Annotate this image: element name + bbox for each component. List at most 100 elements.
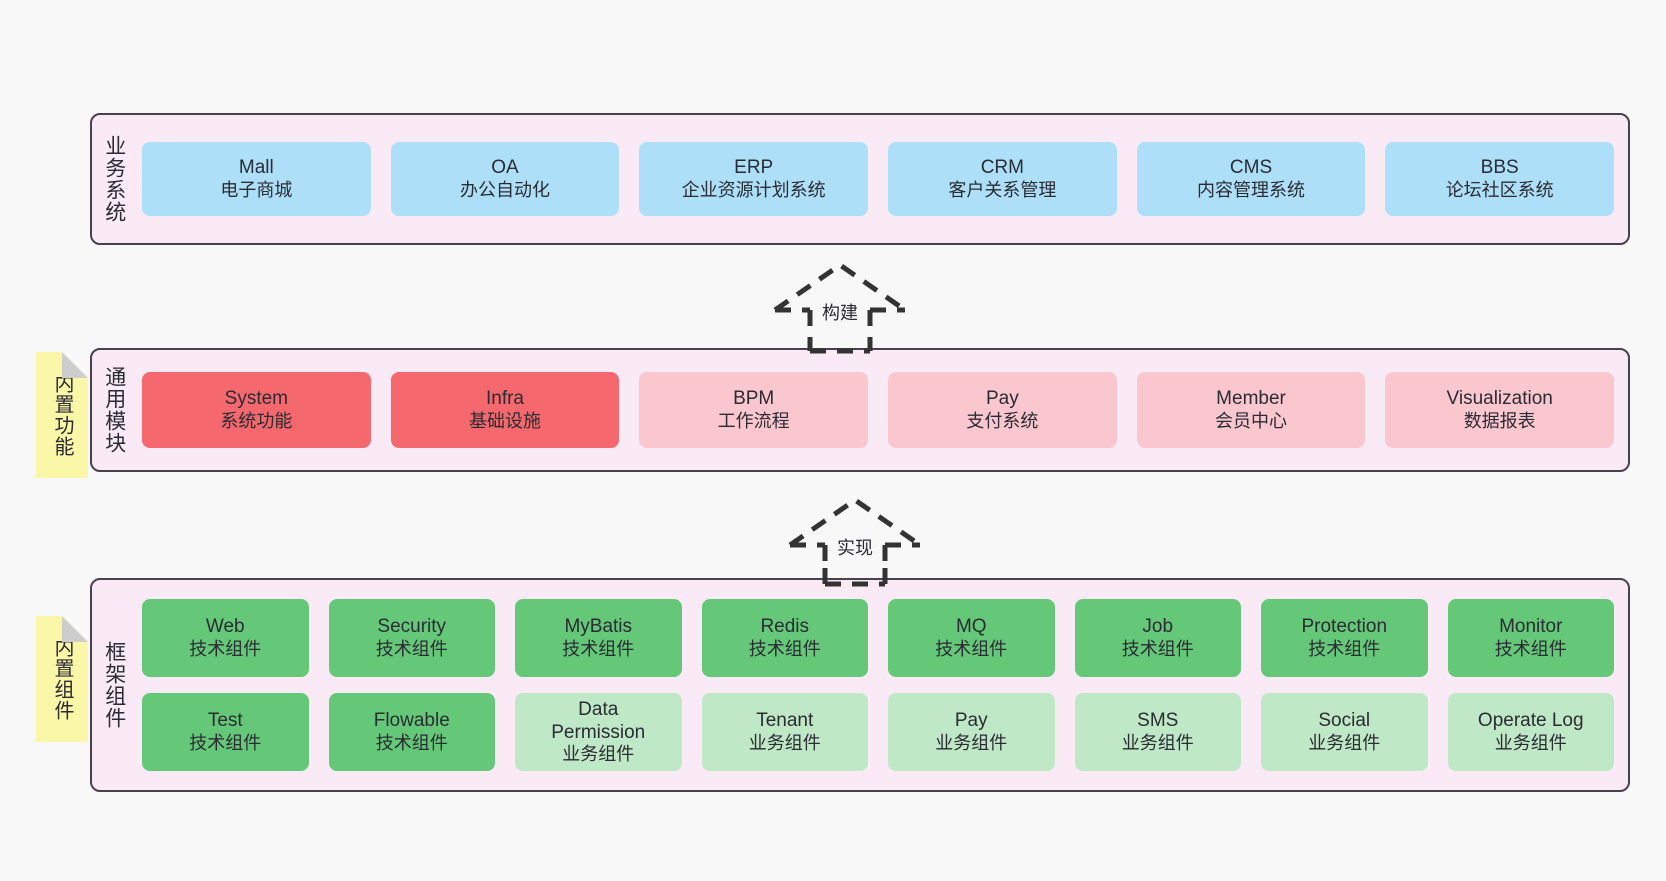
connector-build-label: 构建 [822, 303, 858, 323]
card-sms[interactable]: SMS 业务组件 [1074, 693, 1241, 771]
note-fold-corner-icon [62, 352, 88, 378]
card-security[interactable]: Security 技术组件 [328, 599, 495, 677]
card-title: Pay [985, 388, 1019, 410]
card-title: Test [207, 710, 243, 732]
card-title: BBS [1480, 157, 1519, 179]
card-title: Data Permission [551, 698, 646, 744]
card-title: Job [1142, 616, 1174, 638]
card-test[interactable]: Test 技术组件 [142, 693, 309, 771]
card-subtitle: 系统功能 [220, 410, 293, 431]
layer-title-business-systems: 业务系统 [102, 135, 126, 223]
card-subtitle: 技术组件 [562, 638, 635, 659]
card-subtitle: 技术组件 [189, 638, 262, 659]
sticky-note-builtin-features: 内置功能 [36, 352, 88, 478]
card-title: Mall [238, 157, 274, 179]
card-title: Tenant [756, 710, 814, 732]
card-social[interactable]: Social 业务组件 [1261, 693, 1428, 771]
card-bpm[interactable]: BPM 工作流程 [639, 372, 869, 448]
card-subtitle: 办公自动化 [460, 179, 550, 200]
card-subtitle: 技术组件 [189, 732, 262, 753]
card-subtitle: 企业资源计划系统 [681, 179, 826, 200]
card-web[interactable]: Web 技术组件 [142, 599, 309, 677]
card-subtitle: 论坛社区系统 [1445, 179, 1554, 200]
card-subtitle: 技术组件 [1121, 638, 1194, 659]
card-row: Web 技术组件 Security 技术组件 MyBatis 技术组件 Redi… [142, 599, 1614, 677]
card-erp[interactable]: ERP 企业资源计划系统 [639, 142, 869, 216]
card-pay-component[interactable]: Pay 业务组件 [888, 693, 1055, 771]
card-title: SMS [1137, 710, 1179, 732]
card-pay-module[interactable]: Pay 支付系统 [888, 372, 1117, 448]
card-subtitle: 业务组件 [1494, 732, 1567, 753]
card-flowable[interactable]: Flowable 技术组件 [328, 693, 495, 771]
card-mybatis[interactable]: MyBatis 技术组件 [515, 599, 682, 677]
layer-common-modules: 通用模块 System 系统功能 Infra 基础设施 BPM 工作流程 Pay… [90, 348, 1630, 472]
card-subtitle: 内容管理系统 [1197, 179, 1306, 200]
layer-title-common-modules: 通用模块 [102, 366, 126, 454]
layer-body-framework-components: Web 技术组件 Security 技术组件 MyBatis 技术组件 Redi… [136, 580, 1628, 790]
card-redis[interactable]: Redis 技术组件 [701, 599, 868, 677]
card-crm[interactable]: CRM 客户关系管理 [888, 142, 1117, 216]
card-subtitle: 业务组件 [562, 744, 635, 765]
card-subtitle: 业务组件 [1121, 732, 1194, 753]
card-subtitle: 数据报表 [1463, 410, 1536, 431]
card-subtitle: 支付系统 [966, 410, 1039, 431]
card-title: Member [1216, 388, 1286, 410]
card-mq[interactable]: MQ 技术组件 [888, 599, 1055, 677]
sticky-note-label: 内置组件 [51, 637, 73, 721]
card-title: MQ [955, 616, 987, 638]
card-subtitle: 业务组件 [748, 732, 821, 753]
card-oa[interactable]: OA 办公自动化 [390, 142, 620, 216]
card-subtitle: 技术组件 [1308, 638, 1381, 659]
card-title: Redis [760, 616, 810, 638]
card-title: MyBatis [564, 616, 633, 638]
sticky-note-builtin-components: 内置组件 [36, 616, 88, 742]
card-title: Protection [1301, 616, 1388, 638]
card-tenant[interactable]: Tenant 业务组件 [701, 693, 868, 771]
connector-implement-stem-bottom [770, 568, 970, 592]
card-monitor[interactable]: Monitor 技术组件 [1447, 599, 1614, 677]
card-subtitle: 技术组件 [935, 638, 1008, 659]
connector-build: 构建 [755, 255, 955, 354]
card-title: Web [205, 616, 245, 638]
card-row: Test 技术组件 Flowable 技术组件 Data Permission … [142, 693, 1614, 771]
card-operate-log[interactable]: Operate Log 业务组件 [1447, 693, 1614, 771]
card-subtitle: 业务组件 [935, 732, 1008, 753]
card-infra[interactable]: Infra 基础设施 [390, 372, 620, 448]
card-protection[interactable]: Protection 技术组件 [1261, 599, 1428, 677]
card-data-permission[interactable]: Data Permission 业务组件 [515, 693, 682, 771]
card-title: Monitor [1499, 616, 1563, 638]
card-title: Flowable [373, 710, 450, 732]
card-subtitle: 技术组件 [375, 638, 448, 659]
card-visualization[interactable]: Visualization 数据报表 [1385, 372, 1615, 448]
card-title: System [224, 388, 289, 410]
card-title: Pay [954, 710, 988, 732]
layer-business-systems: 业务系统 Mall 电子商城 OA 办公自动化 ERP 企业资源计划系统 CRM… [90, 113, 1630, 245]
layer-body-business-systems: Mall 电子商城 OA 办公自动化 ERP 企业资源计划系统 CRM 客户关系… [136, 115, 1628, 243]
card-subtitle: 技术组件 [375, 732, 448, 753]
card-title: Operate Log [1477, 710, 1584, 732]
layer-body-common-modules: System 系统功能 Infra 基础设施 BPM 工作流程 Pay 支付系统… [136, 350, 1628, 470]
card-bbs[interactable]: BBS 论坛社区系统 [1385, 142, 1615, 216]
card-title: OA [491, 157, 519, 179]
card-mall[interactable]: Mall 电子商城 [142, 142, 371, 216]
card-title: ERP [734, 157, 774, 179]
card-title: CRM [980, 157, 1024, 179]
sticky-note-label: 内置功能 [51, 373, 73, 457]
card-row: Mall 电子商城 OA 办公自动化 ERP 企业资源计划系统 CRM 客户关系… [142, 142, 1615, 216]
card-cms[interactable]: CMS 内容管理系统 [1136, 142, 1366, 216]
card-job[interactable]: Job 技术组件 [1074, 599, 1241, 677]
card-subtitle: 客户关系管理 [948, 179, 1057, 200]
card-subtitle: 电子商城 [220, 179, 293, 200]
card-title: Visualization [1446, 388, 1553, 410]
card-member[interactable]: Member 会员中心 [1136, 372, 1366, 448]
card-subtitle: 技术组件 [1494, 638, 1567, 659]
card-title: CMS [1229, 157, 1273, 179]
card-title: Security [377, 616, 447, 638]
card-title: Infra [485, 388, 525, 410]
card-subtitle: 业务组件 [1308, 732, 1381, 753]
card-system[interactable]: System 系统功能 [142, 372, 371, 448]
note-fold-corner-icon [62, 616, 88, 642]
card-subtitle: 工作流程 [717, 410, 790, 431]
card-subtitle: 技术组件 [748, 638, 821, 659]
